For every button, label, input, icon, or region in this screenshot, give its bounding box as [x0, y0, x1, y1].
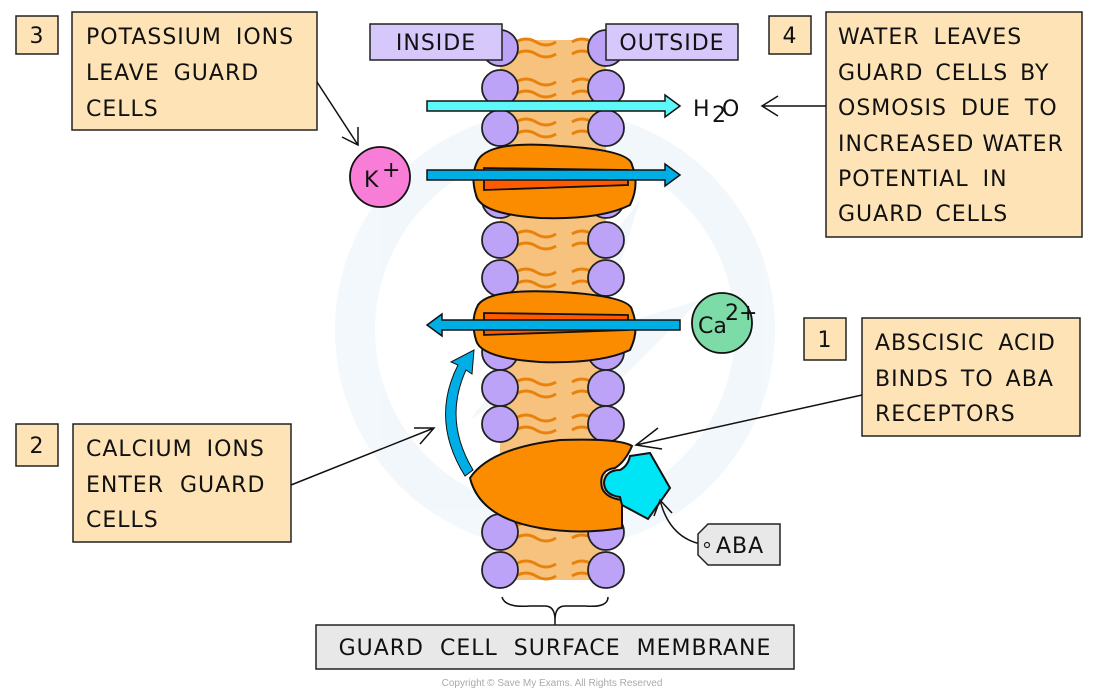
membrane-brace	[501, 596, 609, 625]
svg-text:CELLS: CELLS	[86, 97, 159, 122]
phospholipid-head	[587, 221, 625, 259]
step-2-callout: 2 CALCIUM IONS ENTER GUARD CELLS	[15, 423, 436, 543]
potassium-channel-protein	[472, 143, 637, 220]
aba-receptor	[468, 438, 634, 533]
calcium-ion: Ca 2+	[691, 292, 757, 354]
phospholipid-head	[587, 259, 625, 297]
svg-text:INSIDE: INSIDE	[396, 31, 476, 56]
svg-text:3: 3	[30, 24, 45, 49]
svg-text:OUTSIDE: OUTSIDE	[619, 31, 724, 56]
svg-text:CALCIUM IONS: CALCIUM IONS	[86, 437, 265, 462]
phospholipid-head	[481, 109, 519, 147]
potassium-arrow	[426, 162, 682, 188]
svg-text:OSMOSIS DUE TO: OSMOSIS DUE TO	[838, 96, 1058, 121]
svg-text:4: 4	[783, 24, 798, 49]
svg-text:O: O	[722, 97, 740, 122]
svg-text:2: 2	[30, 434, 45, 459]
svg-text:RECEPTORS: RECEPTORS	[875, 402, 1016, 427]
water-label: H 2 O	[693, 97, 740, 128]
phospholipid-head	[481, 369, 519, 407]
potassium-ion: K +	[349, 146, 411, 208]
step-3-callout: 3 POTASSIUM IONS LEAVE GUARD CELLS	[15, 11, 359, 147]
calcium-arrow	[425, 312, 681, 338]
phospholipid-head	[481, 405, 519, 443]
svg-text:POTASSIUM IONS: POTASSIUM IONS	[86, 25, 294, 50]
svg-text:K: K	[364, 168, 379, 193]
svg-text:POTENTIAL IN: POTENTIAL IN	[838, 167, 1008, 192]
svg-text:2: 2	[712, 103, 727, 128]
svg-text:GUARD CELLS BY: GUARD CELLS BY	[838, 61, 1049, 86]
copyright-text: Copyright © Save My Exams. All Rights Re…	[442, 678, 663, 689]
svg-text:WATER LEAVES: WATER LEAVES	[838, 25, 1022, 50]
svg-text:+: +	[382, 158, 401, 183]
water-arrow	[426, 93, 682, 119]
svg-text:INCREASED WATER: INCREASED WATER	[838, 132, 1064, 157]
svg-text:Ca: Ca	[698, 314, 727, 339]
step-4-callout: 4 WATER LEAVES GUARD CELLS BY OSMOSIS DU…	[760, 11, 1083, 238]
phospholipid-head	[587, 405, 625, 443]
svg-text:GUARD CELL SURFACE MEMBRANE: GUARD CELL SURFACE MEMBRANE	[339, 636, 772, 661]
phospholipid-head	[481, 259, 519, 297]
svg-text:ABA: ABA	[716, 534, 764, 559]
svg-text:GUARD CELLS: GUARD CELLS	[838, 202, 1008, 227]
phospholipid-head	[481, 221, 519, 259]
aba-tag: ABA	[653, 498, 781, 566]
membrane-label: GUARD CELL SURFACE MEMBRANE	[315, 624, 795, 670]
svg-text:LEAVE GUARD: LEAVE GUARD	[86, 61, 259, 86]
aba-molecule	[602, 451, 672, 521]
svg-text:2+: 2+	[725, 301, 757, 326]
step-1-callout: 1 ABSCISIC ACID BINDS TO ABA RECEPTORS	[634, 317, 1081, 450]
svg-text:ABSCISIC ACID: ABSCISIC ACID	[875, 331, 1056, 356]
phospholipid-head	[587, 369, 625, 407]
phospholipid-head	[481, 551, 519, 589]
calcium-release-curved-arrow	[445, 349, 475, 477]
svg-text:ENTER GUARD: ENTER GUARD	[86, 473, 265, 498]
inside-label: INSIDE	[369, 23, 503, 61]
svg-text:H: H	[693, 97, 711, 122]
svg-text:1: 1	[818, 328, 833, 353]
phospholipid-head	[587, 109, 625, 147]
outside-label: OUTSIDE	[605, 23, 739, 61]
svg-text:CELLS: CELLS	[86, 508, 159, 533]
svg-text:BINDS TO ABA: BINDS TO ABA	[875, 367, 1054, 392]
phospholipid-head	[587, 551, 625, 589]
